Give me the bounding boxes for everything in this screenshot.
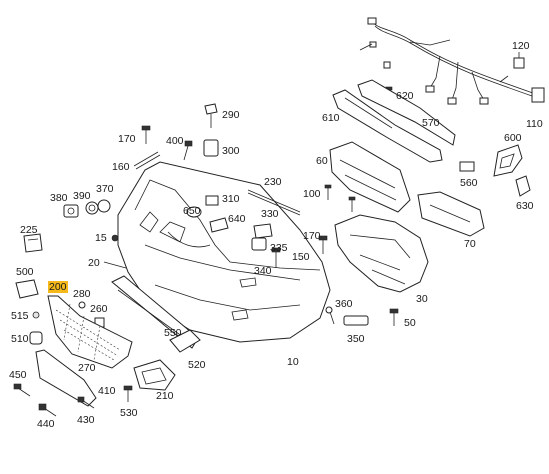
callout-170-top[interactable]: 170 [118,133,136,145]
callout-160[interactable]: 160 [112,161,130,173]
screw-440[interactable] [38,403,57,417]
callout-230[interactable]: 230 [264,176,282,188]
screw-430[interactable] [77,396,95,409]
callout-210[interactable]: 210 [156,390,174,402]
callout-370[interactable]: 370 [96,183,114,195]
callout-15[interactable]: 15 [95,232,107,244]
cap-650[interactable] [186,206,202,218]
bracket-330[interactable] [253,223,273,239]
callout-570[interactable]: 570 [422,117,440,129]
sensor-380[interactable] [63,204,79,218]
callout-530[interactable]: 530 [120,407,138,419]
cover-210[interactable] [133,359,176,391]
screw-360[interactable] [325,306,335,325]
bracket-570[interactable] [357,79,456,146]
callout-560[interactable]: 560 [460,177,478,189]
plate-410[interactable] [35,349,97,407]
spacer-300[interactable] [203,139,219,157]
callout-100[interactable]: 100 [303,188,321,200]
callout-170-right[interactable]: 170 [303,230,321,242]
callout-50[interactable]: 50 [404,317,416,329]
callout-340[interactable]: 340 [254,265,272,277]
callout-440[interactable]: 440 [37,418,55,430]
callout-610[interactable]: 610 [322,112,340,124]
screw-170-left[interactable] [141,125,151,144]
callout-200[interactable]: 200 [48,281,68,293]
callout-650[interactable]: 650 [183,205,201,217]
callout-390[interactable]: 390 [73,190,91,202]
callout-300[interactable]: 300 [222,145,240,157]
clip-560[interactable] [459,161,475,172]
callout-110[interactable]: 110 [526,118,543,130]
screw-170-right[interactable] [318,235,328,254]
callout-400[interactable]: 400 [166,135,184,147]
light-600[interactable] [493,144,523,177]
holder-225[interactable] [23,233,43,253]
callout-150[interactable]: 150 [292,251,310,263]
callout-450[interactable]: 450 [9,369,27,381]
callout-290[interactable]: 290 [222,109,240,121]
callout-20[interactable]: 20 [88,257,100,269]
screw-100[interactable] [324,184,356,212]
bracket-30[interactable] [334,214,429,293]
screw-400[interactable] [183,140,193,161]
callout-380[interactable]: 380 [50,192,68,204]
callout-500[interactable]: 500 [16,266,34,278]
callout-410[interactable]: 410 [98,385,116,397]
sensor-335[interactable] [251,237,267,251]
bracket-60[interactable] [329,141,411,213]
spacer-350[interactable] [343,315,369,326]
cap-370[interactable] [97,199,111,213]
bracket-610[interactable] [332,89,443,163]
callout-620[interactable]: 620 [396,90,414,102]
callout-270[interactable]: 270 [78,362,96,374]
bumper-cover-10[interactable] [117,161,331,343]
callout-70[interactable]: 70 [464,238,476,250]
callout-260[interactable]: 260 [90,303,108,315]
nut-510[interactable] [29,331,43,345]
callout-280[interactable]: 280 [73,288,91,300]
callout-520[interactable]: 520 [188,359,206,371]
screw-50[interactable] [389,308,399,326]
callout-640[interactable]: 640 [228,213,246,225]
cover-520[interactable] [169,329,201,353]
strip-160[interactable] [133,151,161,170]
callout-510[interactable]: 510 [11,333,29,345]
callout-310[interactable]: 310 [222,193,240,205]
bolt-290[interactable] [204,103,218,128]
callout-10[interactable]: 10 [287,356,299,368]
screw-340[interactable] [271,247,281,268]
callout-330[interactable]: 330 [261,208,279,220]
callout-515[interactable]: 515 [11,310,29,322]
screw-530[interactable] [123,385,133,402]
clip-15[interactable] [111,234,119,242]
callout-600[interactable]: 600 [504,132,522,144]
clip-310[interactable] [205,195,219,206]
callout-60[interactable]: 60 [316,155,328,167]
screw-450[interactable] [13,383,31,397]
callout-335[interactable]: 335 [270,242,288,254]
callout-630[interactable]: 630 [516,200,534,212]
bracket-500[interactable] [15,279,39,299]
strip-630[interactable] [515,175,531,197]
sensor-120[interactable] [513,52,545,103]
callout-350[interactable]: 350 [347,333,365,345]
callout-225[interactable]: 225 [20,224,38,236]
rod-20[interactable] [103,261,127,269]
cover-640[interactable] [209,217,229,233]
bracket-70[interactable] [417,191,485,237]
callout-430[interactable]: 430 [77,414,95,426]
grille-200[interactable] [47,295,133,369]
clip-280[interactable] [78,301,86,309]
callout-360[interactable]: 360 [335,298,353,310]
callout-550[interactable]: 550 [164,327,182,339]
rod-230[interactable] [247,189,301,216]
wiring-harness-110[interactable] [359,17,542,105]
callout-120[interactable]: 120 [512,40,530,52]
washer-515[interactable] [32,311,40,319]
ring-390[interactable] [85,201,99,215]
callout-30[interactable]: 30 [416,293,428,305]
